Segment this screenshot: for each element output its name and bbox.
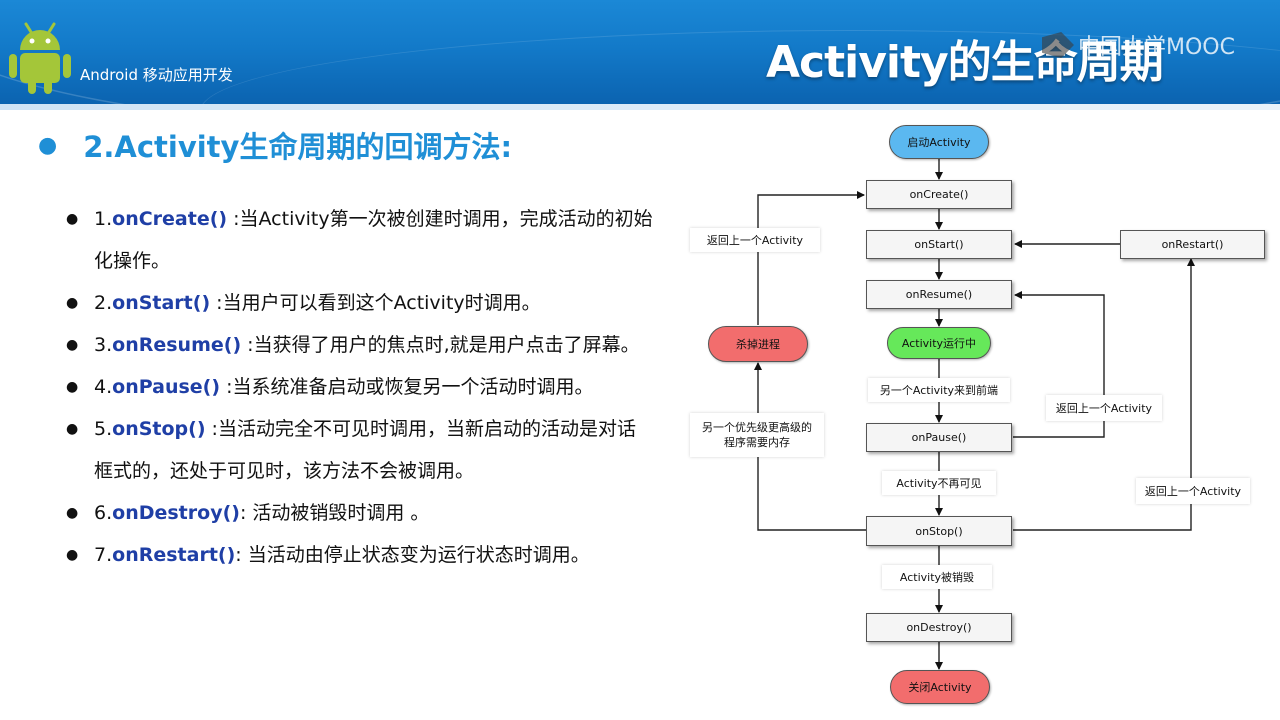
label-return-previous: 返回上一个Activity [690, 228, 820, 252]
method-name: onPause() [112, 376, 221, 398]
slide-title: Activity的生命周期 [766, 37, 1164, 88]
item-number: 6. [94, 502, 113, 524]
callback-list: ● 1.onCreate() :当Activity第一次被创建时调用，完成活动的… [66, 198, 666, 576]
method-description: :当用户可以看到这个Activity时调用。 [210, 292, 541, 314]
close-activity-node: 关闭Activity [890, 670, 990, 704]
list-item: ● 2.onStart() :当用户可以看到这个Activity时调用。 [66, 282, 666, 324]
method-name: onStart() [112, 292, 211, 314]
label-higher-priority-memory: 另一个优先级更高级的程序需要内存 [690, 413, 824, 457]
mooc-logo-icon [1042, 32, 1074, 58]
item-number: 7. [94, 544, 113, 566]
bullet-icon: ● [66, 505, 79, 521]
list-item: ● 4.onPause() :当系统准备启动或恢复另一个活动时调用。 [66, 366, 666, 408]
arrow-onstop-to-onrestart [1013, 258, 1195, 531]
label-activity-destroyed: Activity被销毁 [882, 565, 992, 589]
method-name: onDestroy() [112, 502, 240, 524]
list-item: ● 5.onStop() :当活动完全不可见时调用，当新启动的活动是对话框式的，… [66, 408, 666, 492]
item-number: 1. [94, 208, 113, 230]
android-logo-icon [9, 22, 71, 94]
course-title: Android 移动应用开发 [80, 66, 233, 84]
mooc-watermark: 中国大学MOOC [1042, 28, 1235, 62]
bullet-icon: ● [66, 337, 79, 353]
label-activity-not-visible: Activity不再可见 [882, 471, 996, 495]
onresume-node: onResume() [866, 280, 1012, 309]
method-description: :当获得了用户的焦点时,就是用户点击了屏幕。 [241, 334, 640, 356]
kill-process-node: 杀掉进程 [708, 326, 808, 362]
header-divider [0, 104, 1280, 110]
label-return-previous: 返回上一个Activity [1136, 478, 1250, 504]
list-item: ● 3.onResume() :当获得了用户的焦点时,就是用户点击了屏幕。 [66, 324, 666, 366]
arrow-kill-to-oncreate [757, 191, 865, 325]
method-name: onRestart() [112, 544, 236, 566]
section-heading-text: 2.Activity生命周期的回调方法: [83, 130, 513, 164]
item-number: 3. [94, 334, 113, 356]
ondestroy-node: onDestroy() [866, 613, 1012, 642]
start-activity-node: 启动Activity [889, 125, 989, 159]
bullet-icon: ● [66, 295, 79, 311]
bullet-icon: ● [66, 211, 79, 227]
method-description: :当Activity第一次被创建时调用，完成活动的初始化操作。 [94, 208, 653, 272]
list-item: ● 1.onCreate() :当Activity第一次被创建时调用，完成活动的… [66, 198, 666, 282]
item-number: 5. [94, 418, 113, 440]
arrow-onpause-to-onresume [1013, 291, 1105, 438]
list-item: ● 6.onDestroy(): 活动被销毁时调用 。 [66, 492, 666, 534]
list-item: ● 7.onRestart(): 当活动由停止状态变为运行状态时调用。 [66, 534, 666, 576]
diagram-connectors [754, 158, 1195, 670]
item-number: 4. [94, 376, 113, 398]
onpause-node: onPause() [866, 423, 1012, 452]
bullet-icon: ● [66, 547, 79, 563]
item-number: 2. [94, 292, 113, 314]
method-description: : 当活动由停止状态变为运行状态时调用。 [235, 544, 590, 566]
onrestart-node: onRestart() [1120, 230, 1265, 259]
method-description: : 活动被销毁时调用 。 [239, 502, 430, 524]
method-name: onCreate() [112, 208, 228, 230]
method-name: onStop() [112, 418, 206, 440]
onstop-node: onStop() [866, 516, 1012, 546]
lifecycle-diagram: 启动Activity onCreate() onStart() onRestar… [686, 116, 1276, 714]
section-heading: ● 2.Activity生命周期的回调方法: [38, 124, 512, 166]
method-description: :当系统准备启动或恢复另一个活动时调用。 [220, 376, 594, 398]
bullet-icon: ● [66, 379, 79, 395]
method-name: onResume() [112, 334, 242, 356]
slide-header: Android 移动应用开发 Activity的生命周期 中国大学MOOC [0, 0, 1280, 104]
watermark-text: 中国大学MOOC [1078, 35, 1235, 60]
onstart-node: onStart() [866, 230, 1012, 259]
activity-running-node: Activity运行中 [887, 327, 991, 359]
bullet-icon: ● [38, 132, 58, 158]
label-another-activity-front: 另一个Activity来到前端 [868, 378, 1010, 402]
bullet-icon: ● [66, 421, 79, 437]
method-description: :当活动完全不可见时调用，当新启动的活动是对话框式的，还处于可见时，该方法不会被… [94, 418, 636, 482]
oncreate-node: onCreate() [866, 180, 1012, 209]
label-return-previous: 返回上一个Activity [1046, 395, 1162, 421]
